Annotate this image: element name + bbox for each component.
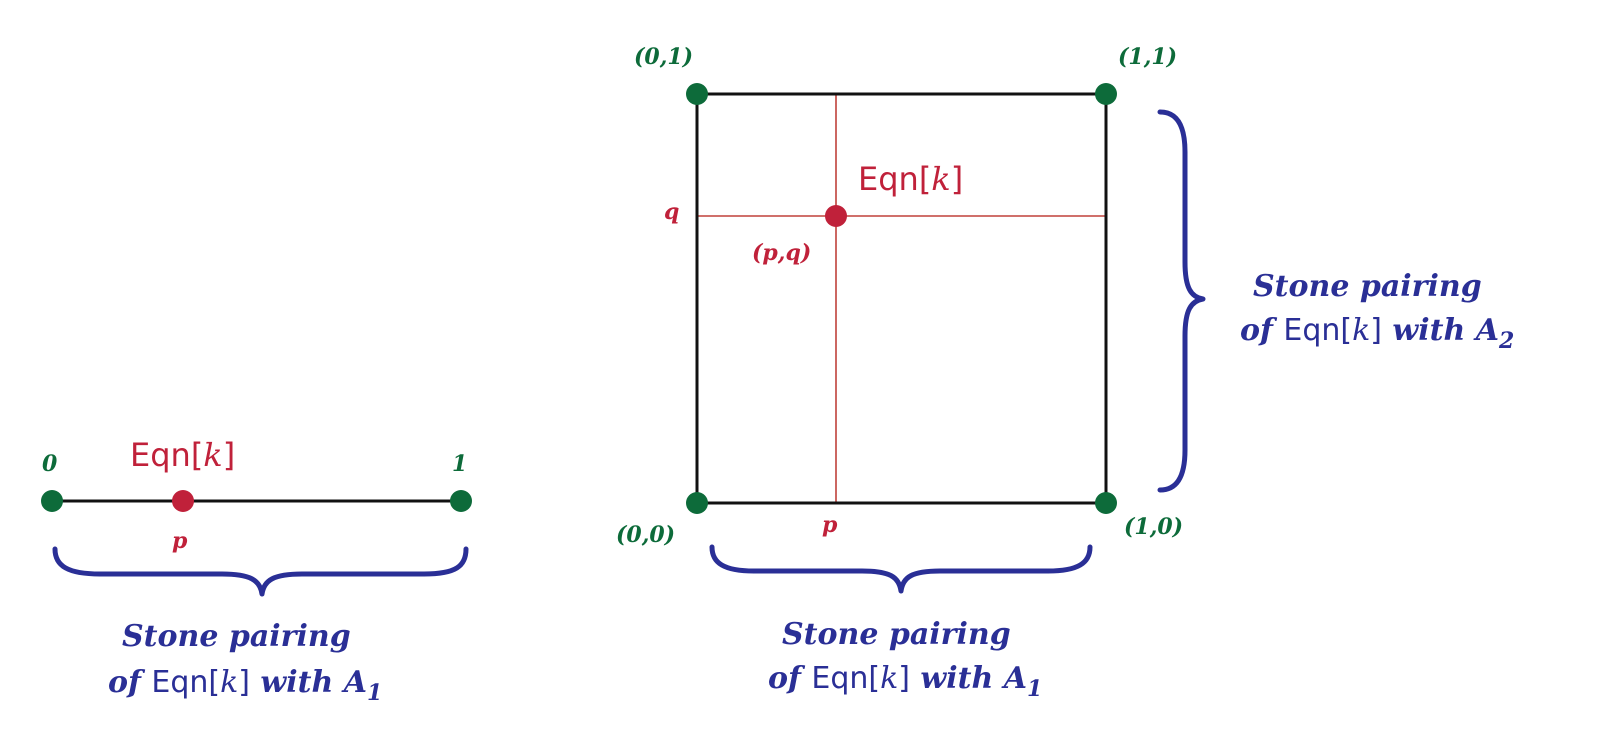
label-pq: (p,q) <box>752 240 811 266</box>
label-corner-11: (1,1) <box>1118 44 1177 70</box>
label-p: p <box>822 512 838 538</box>
label-corner-00: (0,0) <box>616 522 675 548</box>
right-diagram: (0,1) (1,1) (0,0) (1,0) q p (p,q) Eqn[k]… <box>616 44 1514 702</box>
label-0: 0 <box>42 451 58 477</box>
brace-side-right <box>1157 109 1206 493</box>
vertex-1 <box>450 490 472 512</box>
vertex-00 <box>686 492 708 514</box>
point-pq <box>825 205 847 227</box>
brace-caption-bottom-line1: Stone pairing <box>782 617 1011 652</box>
eqn-label: Eqn[k] <box>130 436 235 474</box>
brace-caption-left-line2: of Eqn[k] with A1 <box>108 665 382 706</box>
brace-caption-side-line1: Stone pairing <box>1253 269 1482 304</box>
brace-bottom-left <box>52 546 469 597</box>
vertex-0 <box>41 490 63 512</box>
brace-caption-side-line2: of Eqn[k] with A2 <box>1240 313 1514 354</box>
label-q: q <box>664 199 679 225</box>
brace-caption-bottom-line2: of Eqn[k] with A1 <box>768 661 1042 702</box>
eqn-label: Eqn[k] <box>858 160 963 198</box>
unit-square <box>695 92 1108 505</box>
left-diagram: 0 1 p Eqn[k] Stone pairing of Eqn[k] wit… <box>41 436 472 706</box>
label-corner-10: (1,0) <box>1124 514 1183 540</box>
vertex-11 <box>1095 83 1117 105</box>
vertex-10 <box>1095 492 1117 514</box>
brace-bottom-right <box>709 544 1093 594</box>
vertex-01 <box>686 83 708 105</box>
brace-caption-left-line1: Stone pairing <box>122 619 351 654</box>
label-1: 1 <box>452 451 467 477</box>
point-p <box>172 490 194 512</box>
label-p: p <box>172 528 188 554</box>
label-corner-01: (0,1) <box>634 44 693 70</box>
